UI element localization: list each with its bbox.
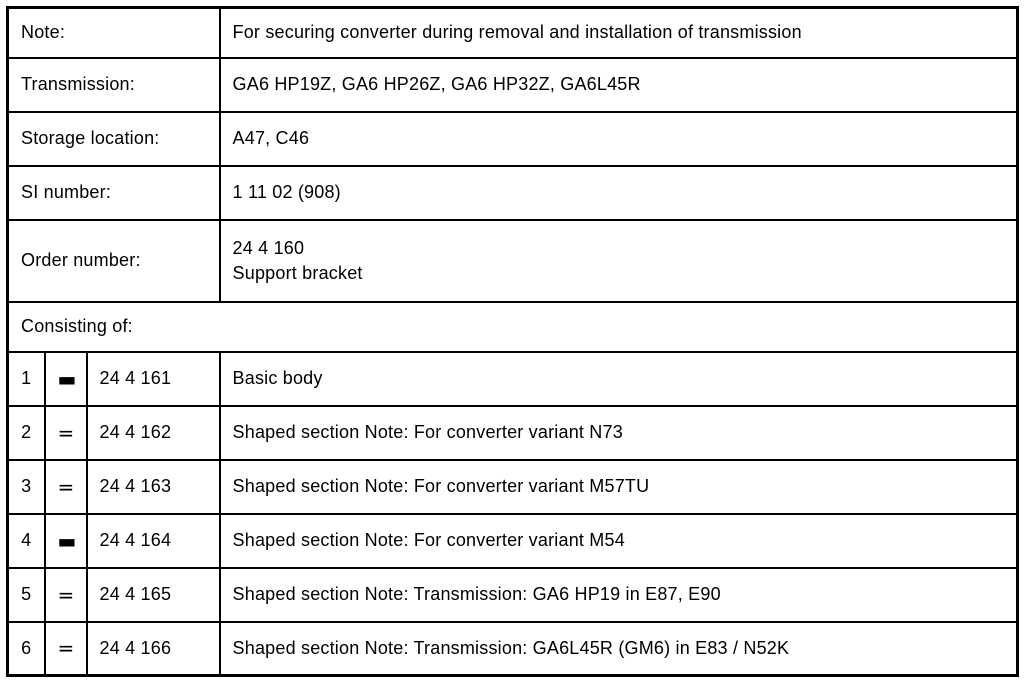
parts-table: Note: For securing converter during remo… [6, 6, 1020, 677]
item-number: 6 [6, 620, 46, 677]
info-row-order-number: Order number: 24 4 160 Support bracket [6, 218, 1019, 303]
section-header-row: Consisting of: [6, 300, 1019, 353]
item-description: Shaped section Note: For converter varia… [218, 404, 1019, 461]
equals-symbol: ▬ [43, 350, 88, 407]
item-number: 4 [6, 512, 46, 569]
note-label: Note: [6, 6, 221, 59]
order-number-label: Order number: [6, 218, 221, 303]
storage-location-label: Storage location: [6, 110, 221, 167]
part-number: 24 4 166 [85, 620, 221, 677]
note-value: For securing converter during removal an… [218, 6, 1019, 59]
item-row-4: 4 ▬ 24 4 164 Shaped section Note: For co… [6, 512, 1019, 569]
equals-symbol: = [43, 404, 88, 461]
item-description: Shaped section Note: Transmission: GA6L4… [218, 620, 1019, 677]
si-number-label: SI number: [6, 164, 221, 221]
item-description: Shaped section Note: Transmission: GA6 H… [218, 566, 1019, 623]
item-description: Shaped section Note: For converter varia… [218, 458, 1019, 515]
part-number: 24 4 164 [85, 512, 221, 569]
equals-symbol: ▬ [43, 512, 88, 569]
item-number: 3 [6, 458, 46, 515]
consisting-of-label: Consisting of: [6, 300, 1019, 353]
info-row-transmission: Transmission: GA6 HP19Z, GA6 HP26Z, GA6 … [6, 56, 1019, 113]
part-number: 24 4 161 [85, 350, 221, 407]
item-number: 5 [6, 566, 46, 623]
equals-symbol: = [43, 458, 88, 515]
info-row-si-number: SI number: 1 11 02 (908) [6, 164, 1019, 221]
equals-symbol: = [43, 620, 88, 677]
part-number: 24 4 163 [85, 458, 221, 515]
storage-location-value: A47, C46 [218, 110, 1019, 167]
item-number: 1 [6, 350, 46, 407]
order-number-line2: Support bracket [232, 262, 363, 283]
part-number: 24 4 165 [85, 566, 221, 623]
item-row-2: 2 = 24 4 162 Shaped section Note: For co… [6, 404, 1019, 461]
si-number-value: 1 11 02 (908) [218, 164, 1019, 221]
item-number: 2 [6, 404, 46, 461]
part-number: 24 4 162 [85, 404, 221, 461]
item-row-5: 5 = 24 4 165 Shaped section Note: Transm… [6, 566, 1019, 623]
info-row-storage-location: Storage location: A47, C46 [6, 110, 1019, 167]
info-row-note: Note: For securing converter during remo… [6, 6, 1019, 59]
item-row-1: 1 ▬ 24 4 161 Basic body [6, 350, 1019, 407]
order-number-line1: 24 4 160 [232, 237, 305, 258]
item-row-6: 6 = 24 4 166 Shaped section Note: Transm… [6, 620, 1019, 677]
item-row-3: 3 = 24 4 163 Shaped section Note: For co… [6, 458, 1019, 515]
transmission-value: GA6 HP19Z, GA6 HP26Z, GA6 HP32Z, GA6L45R [218, 56, 1019, 113]
equals-symbol: = [43, 566, 88, 623]
item-description: Basic body [218, 350, 1019, 407]
transmission-label: Transmission: [6, 56, 221, 113]
item-description: Shaped section Note: For converter varia… [218, 512, 1019, 569]
order-number-value: 24 4 160 Support bracket [218, 218, 1019, 303]
